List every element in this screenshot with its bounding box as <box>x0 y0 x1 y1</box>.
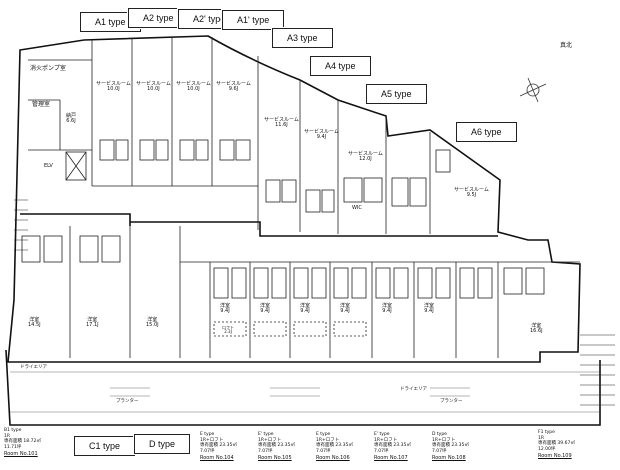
type-label-a5: A5 type <box>366 84 427 104</box>
info-title: E type <box>200 432 215 437</box>
info-room-no: Room No.104 <box>200 454 234 461</box>
info-block: D type 1R+ロフト 専有面積 23.35㎡ 7.07坪 Room No.… <box>432 432 469 461</box>
info-sub: 1R+ロフト <box>374 437 398 443</box>
north-arrow-icon <box>519 77 547 103</box>
info-block: B1 type 1R 専有面積 18.72㎡ 11.71坪 Room No.10… <box>4 428 41 457</box>
north-label: 真北 <box>560 42 573 49</box>
info-title: B1 type <box>4 428 22 433</box>
info-title: E' type <box>258 432 274 437</box>
info-area-tsubo: 7.07坪 <box>432 448 447 454</box>
info-block: F1 type 1R 専有面積 39.67㎡ 12.00坪 Room No.10… <box>538 430 575 459</box>
info-title: D type <box>432 432 447 437</box>
room-elv: ELV <box>44 163 53 169</box>
info-block: E type 1R+ロフト 専有面積 23.35㎡ 7.07坪 Room No.… <box>316 432 353 461</box>
info-sub: 1R+ロフト <box>258 437 282 443</box>
info-block: E type 1R+ロフト 専有面積 23.35㎡ 7.07坪 Room No.… <box>200 432 237 461</box>
room-e6: 洋室 9.4J <box>424 303 435 315</box>
room-c1: 洋室 17.1J <box>86 317 99 329</box>
info-room-no: Room No.109 <box>538 452 572 459</box>
info-area: 専有面積 39.67㎡ <box>538 441 575 447</box>
room-b1: 洋室 14.5J <box>28 317 41 329</box>
dry-area-label-2: ドライエリア <box>400 387 427 392</box>
room-a2: サービスルーム 10.0J <box>136 81 171 93</box>
info-area: 専有面積 23.35㎡ <box>316 443 353 449</box>
room-e5: 洋室 9.4J <box>382 303 393 315</box>
info-area: 専有面積 23.35㎡ <box>200 443 237 449</box>
building-outline <box>7 35 581 363</box>
room-a1p: サービスルーム 9.6J <box>216 81 251 93</box>
info-title: E type <box>316 432 331 437</box>
type-label-d: D type <box>134 434 191 454</box>
dry-area-label: ドライエリア <box>20 365 47 370</box>
info-area-tsubo: 7.07坪 <box>200 448 215 454</box>
room-a2p: サービスルーム 10.0J <box>176 81 211 93</box>
info-room-no: Room No.108 <box>432 454 466 461</box>
type-label-c1: C1 type <box>74 436 136 456</box>
room-a4: サービスルーム 9.4J <box>304 129 339 141</box>
planter-label: プランター <box>116 399 139 404</box>
info-area-tsubo: 12.00坪 <box>538 446 556 452</box>
type-label-a6: A6 type <box>456 122 517 142</box>
info-area: 専有面積 23.35㎡ <box>258 443 295 449</box>
info-area-tsubo: 11.71坪 <box>4 444 22 450</box>
info-sub: 1R+ロフト <box>432 437 456 443</box>
type-label-a3: A3 type <box>272 28 333 48</box>
info-title: E' type <box>374 432 390 437</box>
type-label-a4: A4 type <box>310 56 371 76</box>
info-sub: 1R+ロフト <box>200 437 224 443</box>
room-a1: サービスルーム 10.0J <box>96 81 131 93</box>
info-area: 専有面積 23.35㎡ <box>432 443 469 449</box>
info-room-no: Room No.106 <box>316 454 350 461</box>
info-title: F1 type <box>538 430 555 435</box>
info-room-no: Room No.105 <box>258 454 292 461</box>
room-storage: 納戸 6.6J <box>66 113 77 125</box>
info-area-tsubo: 7.07坪 <box>258 448 273 454</box>
info-sub: 1R+ロフト <box>316 437 340 443</box>
info-area: 専有面積 23.35㎡ <box>374 443 411 449</box>
room-wic: WIC <box>352 205 362 211</box>
room-d: 洋室 15.0J <box>146 317 159 329</box>
info-block: E' type 1R+ロフト 専有面積 23.35㎡ 7.07坪 Room No… <box>258 432 295 461</box>
room-pump: 消火ポンプ室 <box>30 65 66 72</box>
info-area-tsubo: 7.07坪 <box>374 448 389 454</box>
room-a3: サービスルーム 11.6J <box>264 117 299 129</box>
info-area: 専有面積 18.72㎡ <box>4 439 41 445</box>
room-loft: ロフト 2.3J <box>222 325 234 335</box>
type-label-a1p: A1' type <box>222 10 285 30</box>
room-e3: 洋室 9.4J <box>300 303 311 315</box>
room-e4: 洋室 9.4J <box>340 303 351 315</box>
type-label-a1: A1 type <box>80 12 141 32</box>
room-manage: 管理室 <box>32 101 51 108</box>
planter-label-2: プランター <box>440 399 463 404</box>
info-sub: 1R <box>538 435 544 441</box>
info-block: E' type 1R+ロフト 専有面積 23.35㎡ 7.07坪 Room No… <box>374 432 411 461</box>
info-room-no: Room No.101 <box>4 450 38 457</box>
info-sub: 1R <box>4 433 10 439</box>
room-a5: サービスルーム 12.0J <box>348 151 383 163</box>
room-a6: サービスルーム 9.5J <box>454 187 489 199</box>
info-area-tsubo: 7.07坪 <box>316 448 331 454</box>
room-e2: 洋室 9.4J <box>260 303 271 315</box>
room-e1: 洋室 9.4J <box>220 303 231 315</box>
room-f1: 洋室 16.6J <box>530 323 543 335</box>
info-room-no: Room No.107 <box>374 454 408 461</box>
